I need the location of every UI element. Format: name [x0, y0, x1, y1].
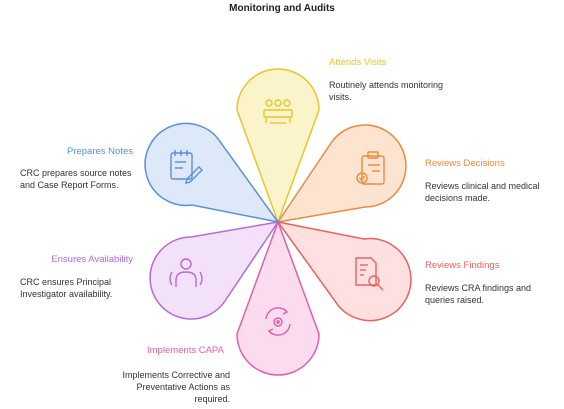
notepad-pen-icon	[170, 150, 203, 184]
document-search-icon	[355, 257, 384, 291]
petal-implements-capa	[236, 219, 320, 376]
reviews-decisions-label: Reviews Decisions	[425, 158, 505, 169]
implements-capa-label: Implements CAPA	[147, 345, 224, 356]
petal-attends-visits	[236, 68, 320, 225]
people-icon	[169, 258, 203, 287]
petal-prepares-notes	[144, 122, 280, 224]
petal-ensures-availability	[149, 220, 280, 320]
reviews-findings-label: Reviews Findings	[425, 260, 500, 271]
gear-refresh-icon	[265, 307, 291, 336]
ensures-availability-label: Ensures Availability	[51, 254, 133, 265]
page-title: Monitoring and Audits	[229, 3, 335, 14]
petal-reviews-decisions	[276, 124, 407, 224]
petal-reviews-findings	[276, 220, 412, 322]
prepares-notes-label: Prepares Notes	[66, 146, 133, 157]
clipboard-check-icon	[356, 151, 385, 185]
attends-visits-label: Attends Visits	[329, 57, 387, 68]
meeting-icon	[263, 99, 293, 124]
